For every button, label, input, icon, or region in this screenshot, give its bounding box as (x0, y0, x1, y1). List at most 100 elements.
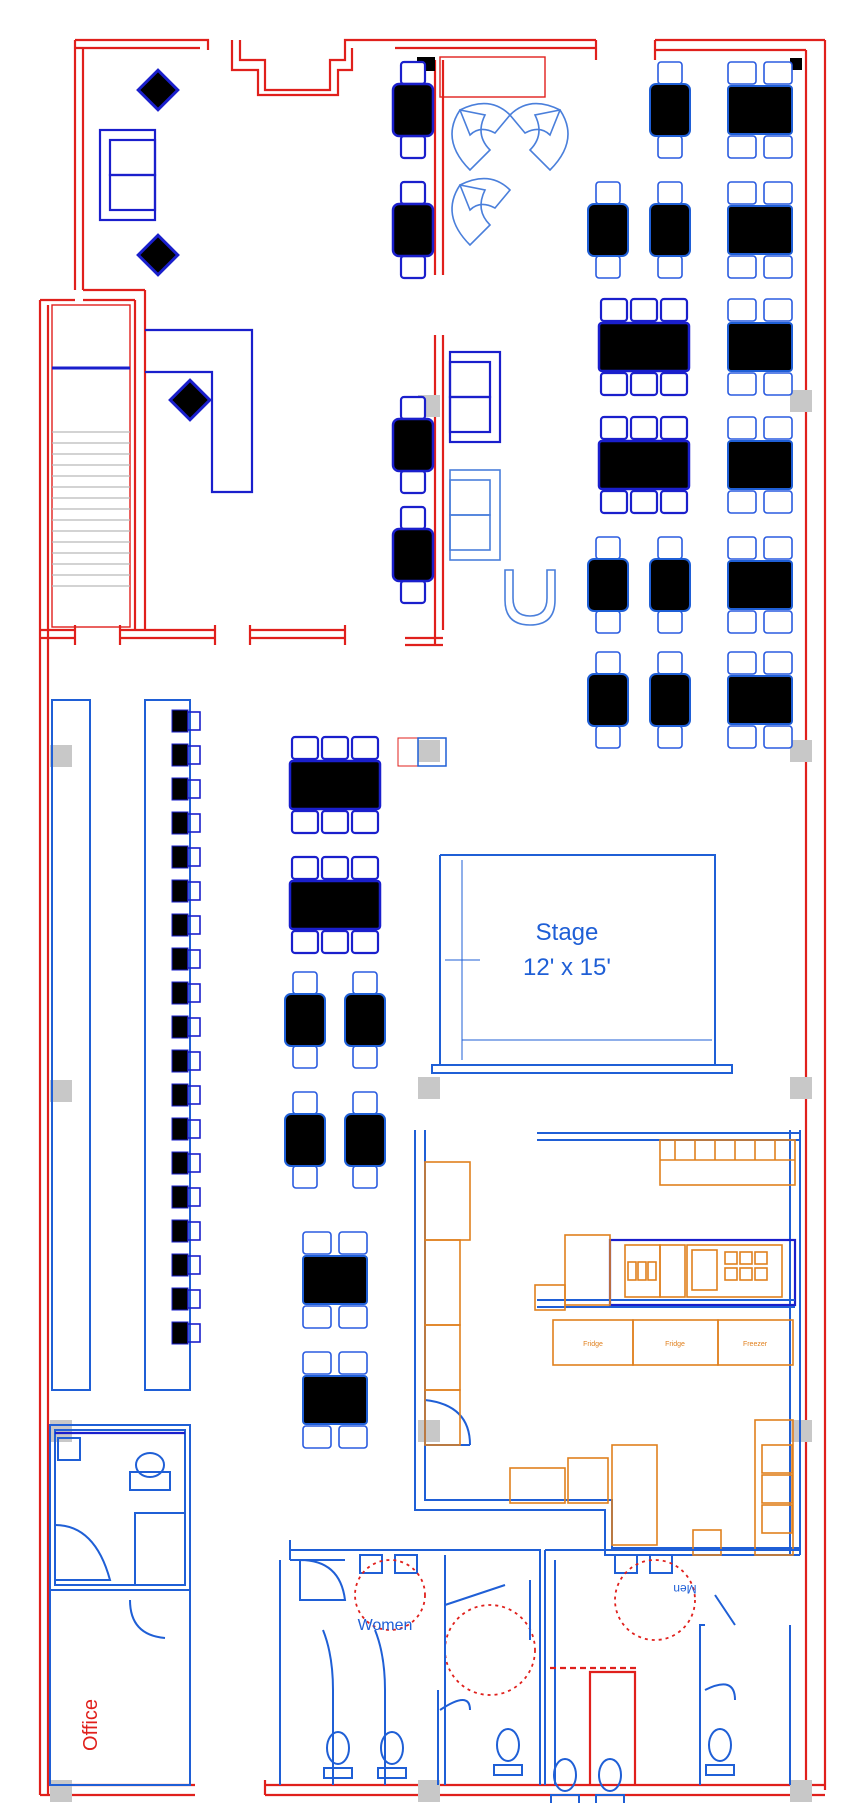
chair (727, 651, 757, 675)
table (391, 82, 435, 138)
toilet-bowl (708, 1728, 732, 1762)
chair (292, 1045, 318, 1069)
chair (595, 725, 621, 749)
bar-stool-back (187, 1255, 201, 1275)
bar-stool (171, 913, 189, 937)
host-stand (439, 56, 546, 98)
chair (657, 135, 683, 159)
table (587, 558, 629, 612)
chair (320, 809, 350, 835)
fridge-label: Fridge (583, 1341, 603, 1348)
chair (763, 536, 793, 560)
table (284, 1113, 326, 1167)
bar-stool-back (187, 1187, 201, 1207)
bar-stool-back (187, 881, 201, 901)
chair (338, 1425, 368, 1449)
chair (657, 536, 683, 560)
table (587, 673, 629, 727)
structural-columns (50, 390, 812, 1802)
chair (320, 929, 350, 955)
toilet-tank (550, 1794, 580, 1803)
bar-stool-back (187, 813, 201, 833)
chair (727, 725, 757, 749)
u-chair (504, 569, 556, 626)
toilet-tank (323, 1767, 353, 1779)
table (597, 321, 691, 373)
curved-chair (508, 102, 569, 172)
table (727, 560, 793, 610)
dining-area-upper (587, 61, 793, 749)
chair (290, 735, 320, 761)
toilet-tank (377, 1767, 407, 1779)
chair (399, 469, 427, 495)
table (391, 527, 435, 583)
structural-column (790, 1780, 812, 1802)
table (391, 417, 435, 473)
chair (302, 1351, 332, 1375)
bar-stool-back (187, 847, 201, 867)
armchair (136, 68, 180, 112)
stage-size: 12' x 15' (523, 954, 611, 981)
chair (727, 490, 757, 514)
chair (399, 60, 427, 86)
structural-column (50, 1780, 72, 1802)
chair (290, 809, 320, 835)
bar-stool-back (187, 779, 201, 799)
bar (51, 699, 201, 1391)
stage-title: Stage (536, 919, 599, 946)
sign-box (397, 737, 419, 767)
toilet-tank (705, 1764, 735, 1776)
table (727, 322, 793, 372)
booth-seating (391, 60, 435, 605)
chair (727, 298, 757, 322)
office-label: Office (80, 1699, 102, 1751)
table (649, 83, 691, 137)
toilet-bowl (496, 1728, 520, 1762)
chair (352, 1045, 378, 1069)
chair (659, 371, 689, 397)
table (344, 1113, 386, 1167)
chair (292, 971, 318, 995)
chair (727, 61, 757, 85)
bar-stool-back (187, 1085, 201, 1105)
chair (399, 579, 427, 605)
chair (659, 489, 689, 515)
bar-stool-back (187, 1323, 201, 1343)
lounge-soft-seating (448, 102, 569, 626)
mens-restroom-label: Men (673, 1582, 696, 1596)
bar-stool-back (187, 1153, 201, 1173)
bar-stool (171, 1185, 189, 1209)
chair (763, 372, 793, 396)
bar-stool (171, 811, 189, 835)
chair (659, 297, 689, 323)
toilet-tank (493, 1764, 523, 1776)
chair (727, 255, 757, 279)
chair (338, 1305, 368, 1329)
chair (320, 735, 350, 761)
toilet-tank (595, 1794, 625, 1803)
exterior-walls (38, 38, 827, 1797)
freezer-label: Freezer (743, 1341, 768, 1348)
bar-stool-back (187, 711, 201, 731)
restroom-office-block: Office Women Men (49, 1424, 800, 1803)
table (727, 440, 793, 490)
chair (595, 181, 621, 205)
bar-stool (171, 845, 189, 869)
stage: Stage 12' x 15' (431, 854, 733, 1074)
stall-door (704, 1683, 736, 1701)
chair (763, 725, 793, 749)
table (288, 759, 382, 811)
table (587, 203, 629, 257)
table (727, 675, 793, 725)
chair (727, 536, 757, 560)
chair (399, 505, 427, 531)
sofa-left (98, 128, 157, 222)
chair (302, 1231, 332, 1255)
chair (599, 489, 629, 515)
chair (629, 415, 659, 441)
structural-column (418, 1077, 440, 1099)
bar-stool (171, 981, 189, 1005)
curved-chair (451, 102, 512, 172)
table (649, 203, 691, 257)
chair (599, 415, 629, 441)
